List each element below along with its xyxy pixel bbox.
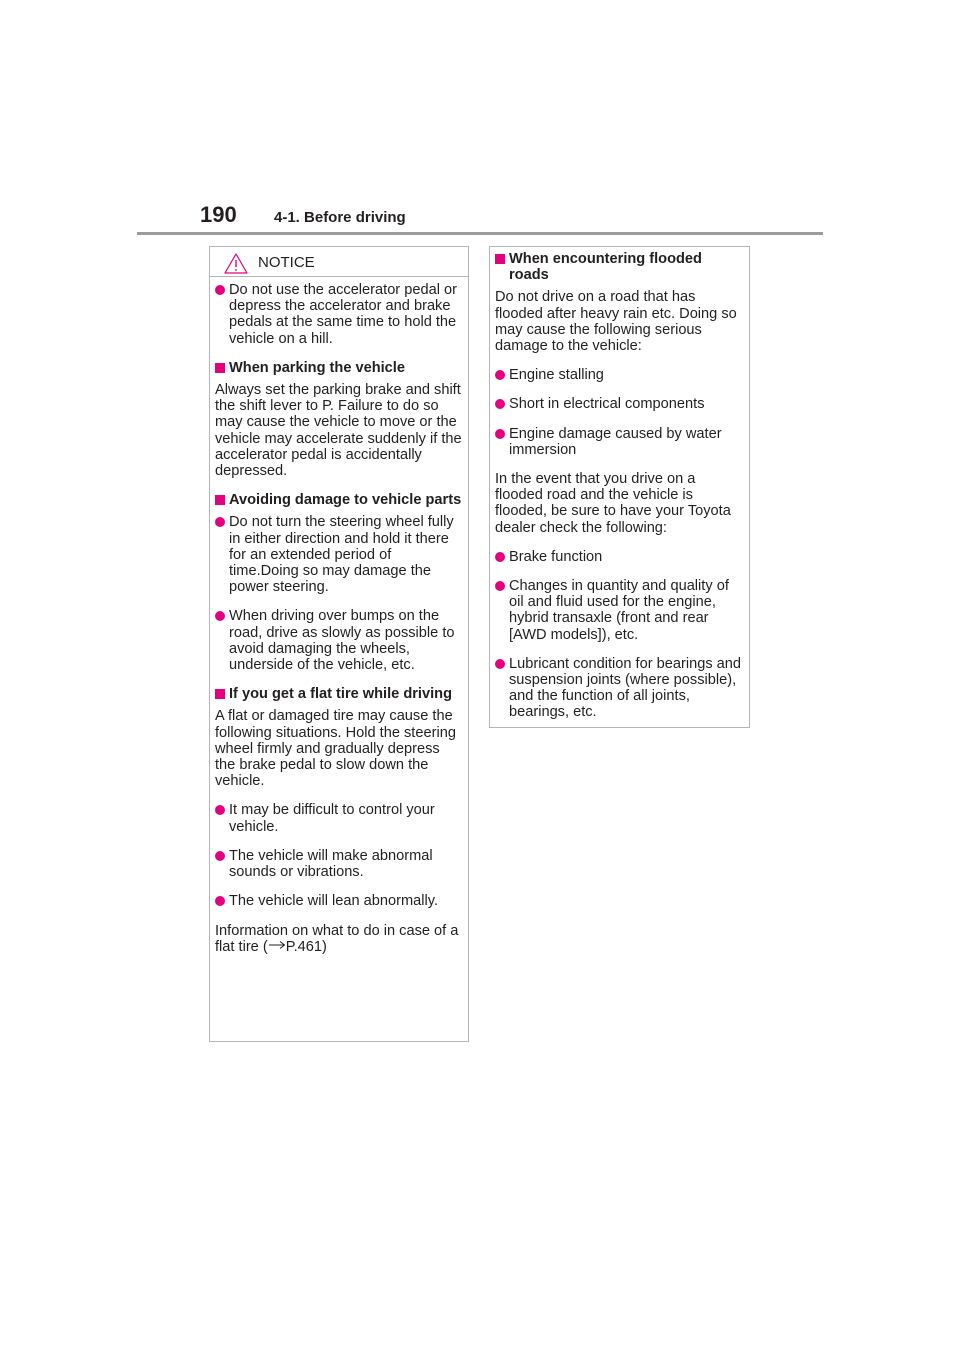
paragraph: Do not drive on a road that has flooded … — [495, 289, 737, 355]
list-item: Engine damage caused by water immersion — [495, 426, 744, 458]
sub-heading: When parking the vehicle — [215, 360, 463, 376]
flat-tire-reference: Information on what to do in case of a f… — [215, 923, 463, 955]
list-item: It may be difficult to control your vehi… — [215, 802, 463, 835]
arrow-right-icon — [268, 940, 286, 949]
list-item: When driving over bumps on the road, dri… — [215, 608, 463, 673]
notice-content: Do not use the accelerator pedal or depr… — [210, 277, 468, 955]
list-item: The vehicle will make abnormal sounds or… — [215, 848, 463, 880]
flooded-roads-content: When encountering flooded roads Do not d… — [490, 247, 749, 721]
list-item: Brake function — [495, 549, 744, 565]
sub-heading: If you get a flat tire while driving — [215, 686, 463, 702]
list-item: Changes in quantity and quality of oil a… — [495, 578, 744, 643]
list-item: Lubricant condition for bearings and sus… — [495, 656, 744, 721]
section-title: 4-1. Before driving — [274, 209, 406, 226]
header-rule — [137, 232, 823, 235]
sub-heading: When encountering flooded roads — [495, 251, 744, 283]
warning-triangle-icon — [224, 253, 248, 274]
notice-box: NOTICE Do not use the accelerator pedal … — [209, 246, 469, 1042]
list-item: Short in electrical components — [495, 396, 744, 412]
paragraph: Always set the parking brake and shift t… — [215, 382, 462, 480]
list-item: Engine stalling — [495, 367, 744, 383]
notice-header: NOTICE — [210, 247, 468, 277]
paragraph: A flat or damaged tire may cause the fol… — [215, 708, 456, 790]
paragraph: In the event that you drive on a flooded… — [495, 471, 731, 536]
page-number: 190 — [200, 202, 237, 227]
page-reference-link[interactable]: P.461 — [285, 938, 322, 955]
list-item: Do not use the accelerator pedal or depr… — [215, 282, 463, 347]
notice-label: NOTICE — [258, 254, 315, 271]
reference-text-end: ) — [321, 938, 327, 955]
list-item: Do not turn the steering wheel fully in … — [215, 514, 463, 595]
list-item: The vehicle will lean abnormally. — [215, 893, 463, 909]
reference-text: Information on what to do in case of a f… — [215, 922, 459, 955]
sub-heading: Avoiding damage to vehicle parts — [215, 492, 463, 508]
flooded-roads-box: When encountering flooded roads Do not d… — [489, 246, 750, 728]
